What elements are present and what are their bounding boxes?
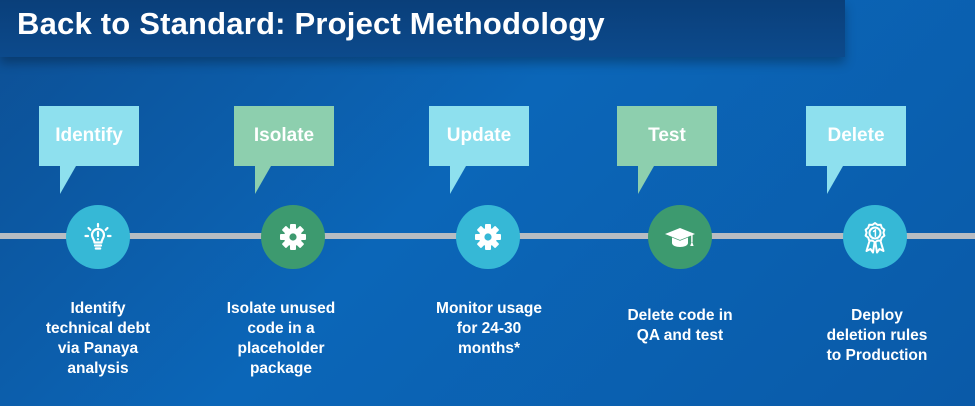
gear-icon	[475, 224, 501, 250]
step-icon-circle	[456, 205, 520, 269]
step-isolate: Isolate Isolate unused code in a placeho…	[195, 0, 395, 406]
step-label-bubble: Delete	[806, 106, 906, 166]
description-line: QA and test	[636, 327, 724, 344]
description-line: Isolate unused	[226, 300, 336, 317]
description-line: for 24-30	[456, 320, 522, 337]
description-line: technical debt	[45, 320, 151, 337]
step-delete: Delete Deploy deletion rules to Producti…	[769, 0, 969, 406]
step-description: Identify technical debt via Panaya analy…	[18, 299, 178, 379]
step-label: Delete	[827, 125, 885, 146]
description-line: Monitor usage	[436, 300, 542, 317]
description-line: Identify	[70, 300, 126, 317]
gear-icon	[280, 224, 306, 250]
description-line: code in a	[247, 320, 315, 337]
description-line: Deploy	[851, 307, 903, 324]
step-description: Delete code in QA and test	[600, 306, 760, 346]
bubble-tail	[255, 166, 271, 194]
description-line: via Panaya	[57, 340, 139, 357]
description-line: to Production	[826, 347, 928, 364]
step-label: Test	[648, 125, 686, 146]
description-line: months*	[458, 340, 520, 357]
title-bar: Back to Standard: Project Methodology	[0, 0, 845, 57]
step-icon-circle	[261, 205, 325, 269]
step-update: Update Monitor usage for 24-30 months*	[390, 0, 590, 406]
description-line: analysis	[67, 360, 129, 377]
page-title: Back to Standard: Project Methodology	[17, 6, 605, 41]
step-icon-circle	[648, 205, 712, 269]
step-identify: Identify Identify technical debt via Pan…	[0, 0, 200, 406]
step-label: Identify	[55, 125, 123, 146]
step-description: Isolate unused code in a placeholder pac…	[201, 299, 361, 379]
description-line: Delete code in	[627, 307, 733, 324]
award-ribbon-icon	[864, 222, 886, 254]
description-line: package	[249, 360, 313, 377]
bubble-tail	[60, 166, 76, 194]
step-label-bubble: Isolate	[234, 106, 334, 166]
step-label: Update	[446, 125, 512, 146]
description-line: placeholder	[237, 340, 325, 357]
bubble-tail	[450, 166, 466, 194]
lightbulb-icon	[84, 222, 112, 250]
step-label-bubble: Update	[429, 106, 529, 166]
step-icon-circle	[66, 205, 130, 269]
step-label-bubble: Test	[617, 106, 717, 166]
step-test: Test Delete code in QA and test	[580, 0, 780, 406]
step-icon-circle	[843, 205, 907, 269]
bubble-tail	[638, 166, 654, 194]
step-label-bubble: Identify	[39, 106, 139, 166]
step-description: Monitor usage for 24-30 months*	[409, 299, 569, 359]
graduation-cap-icon	[665, 228, 695, 247]
bubble-tail	[827, 166, 843, 194]
description-line: deletion rules	[826, 327, 928, 344]
step-description: Deploy deletion rules to Production	[797, 306, 957, 366]
step-label: Isolate	[253, 125, 315, 146]
